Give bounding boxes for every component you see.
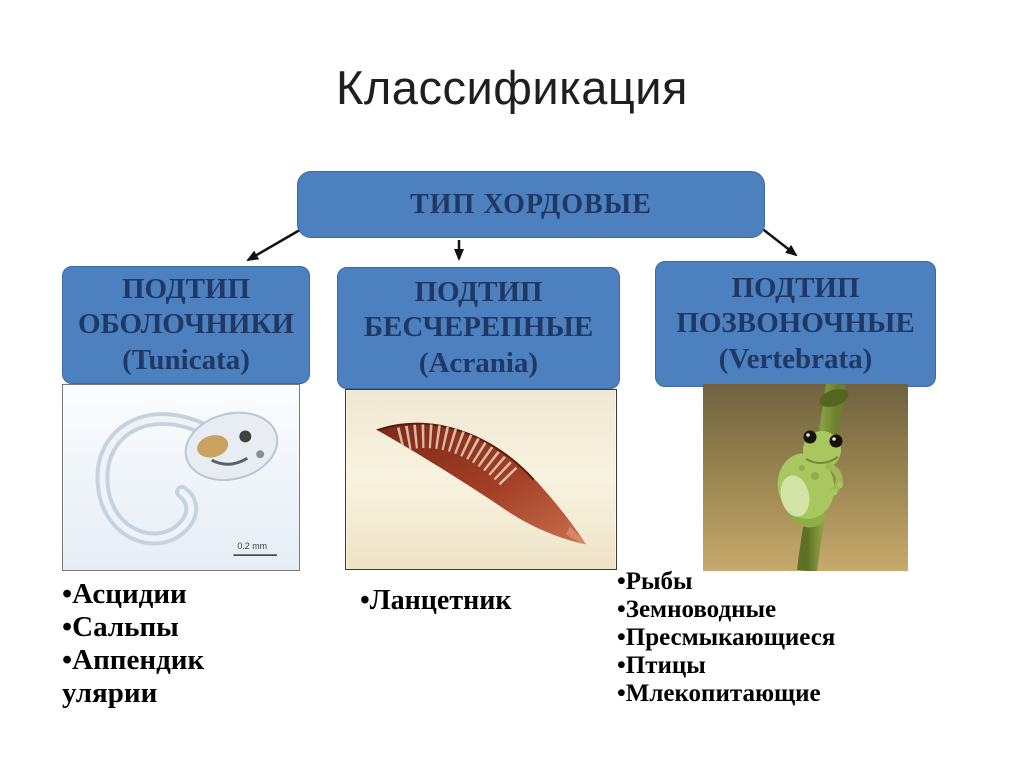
tree-frog-photo (703, 384, 908, 571)
lancelet-gill-slits (396, 424, 520, 488)
larva-body (184, 411, 279, 481)
list-item: •Сальпы (62, 611, 179, 643)
list-item: •Птицы (617, 652, 706, 679)
lancelet-photo (345, 389, 617, 570)
stem-node (819, 389, 849, 407)
tunicata-examples-list: •Асцидии •Сальпы •Аппендик улярии (62, 578, 204, 710)
subtype-name: ОБОЛОЧНИКИ (77, 308, 295, 341)
frog-right-eye (829, 434, 843, 448)
larva-eyespot (239, 430, 252, 443)
larva-otolith (256, 450, 265, 459)
frog-body-spot (811, 472, 819, 480)
frog-left-eye (803, 430, 817, 444)
list-item: •Рыбы (617, 568, 693, 595)
frog-right-eye-glint (832, 437, 836, 441)
frog-toe-pad (830, 488, 838, 496)
scale-label: 0.2 mm (237, 541, 267, 551)
larva-organ (197, 435, 229, 458)
subtype-name: БЕСЧЕРЕПНЫЕ (363, 311, 594, 344)
list-item: •Земноводные (617, 596, 777, 623)
arrow-to-tunicata (246, 225, 306, 262)
arrow-to-vertebrata (759, 226, 798, 257)
subtype-word: ПОДТИП (731, 271, 860, 304)
acrania-examples-list: •Ланцетник (360, 585, 512, 617)
frog-left-eye-glint (806, 433, 810, 437)
subtype-box-tunicata: ПОДТИП ОБОЛОЧНИКИ (Tunicata) (62, 266, 310, 384)
subtype-word: ПОДТИП (121, 272, 251, 305)
root-box-chordata: ТИП ХОРДОВЫЕ (297, 171, 765, 238)
list-item-wrap: улярии (62, 677, 158, 709)
larva-tail-highlight (99, 416, 217, 542)
list-item: •Аппендик (62, 644, 205, 676)
lancelet-body (376, 422, 586, 545)
subtype-name: ПОЗВОНОЧНЫЕ (676, 307, 915, 340)
frog-toe-pad (837, 482, 843, 488)
ascidian-larva-illustration: 0.2 mm (63, 385, 299, 570)
subtype-box-vertebrata: ПОДТИП ПОЗВОНОЧНЫЕ (Vertebrata) (655, 261, 936, 387)
subtype-box-acrania: ПОДТИП БЕСЧЕРЕПНЫЕ (Acrania) (337, 267, 620, 389)
root-box-label: ТИП ХОРДОВЫЕ (410, 188, 652, 220)
subtype-latin: (Acrania) (418, 346, 539, 379)
list-item: •Млекопитающие (617, 680, 821, 707)
subtype-latin: (Tunicata) (122, 343, 250, 376)
frog-mouth (805, 456, 839, 464)
list-item: •Ланцетник (360, 585, 512, 616)
lancelet-dorsal-line (376, 422, 536, 481)
tree-frog-illustration (703, 384, 908, 571)
slide-title: Классификация (336, 61, 688, 114)
subtype-latin: (Vertebrata) (718, 342, 873, 375)
lancelet-tail-tip (566, 526, 586, 545)
lancelet-illustration (346, 390, 616, 569)
list-item: •Пресмыкающиеся (617, 624, 836, 651)
subtype-word: ПОДТИП (414, 275, 543, 308)
vertebrata-examples-list: •Рыбы •Земноводные •Пресмыкающиеся •Птиц… (617, 568, 835, 708)
frog-body-spot (799, 465, 805, 471)
frog-belly (780, 475, 810, 517)
larva-gut (211, 456, 249, 466)
list-item: •Асцидии (62, 578, 187, 610)
ascidian-larva-photo: 0.2 mm (62, 384, 300, 571)
